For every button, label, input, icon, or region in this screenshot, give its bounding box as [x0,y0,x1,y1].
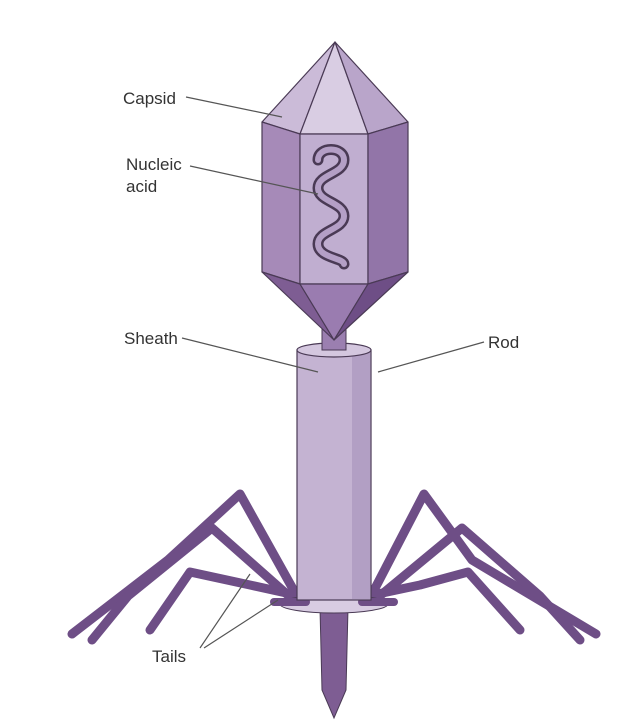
capsid-bottom-right-face [333,271,409,341]
tail-fiber-left-2 [87,523,303,645]
nucleic-acid-coil-inner [314,146,348,267]
capsid-left-face [261,121,301,285]
tails-leader-1 [199,573,251,649]
capsid-leader [185,96,283,118]
tail-fiber-right-1 [365,489,601,639]
capsid [261,41,409,341]
sheath-shade [352,352,370,599]
tail-spike [319,607,349,720]
rod-label: Rod [488,333,519,352]
tail-fiber-right-3 [363,567,525,635]
tail-fiber-left-1 [67,489,303,639]
nucleic-acid-leader [189,165,319,195]
capsid-right-face [367,121,409,285]
rod-leader [377,341,485,373]
tails-label: Tails [152,647,186,666]
capsid-label: Capsid [123,89,176,108]
tails-leader-2 [203,599,279,649]
nucleic-acid-label-line2: acid [126,177,157,196]
nucleic-acid-label-line1: Nucleic [126,155,182,174]
tail-fiber-right-2 [365,523,585,645]
sheath-label: Sheath [124,329,178,348]
leader-lines [181,96,485,649]
sheath-leader [181,337,319,373]
tail-fibers [67,489,601,645]
tail-fiber-left-3 [145,567,305,635]
